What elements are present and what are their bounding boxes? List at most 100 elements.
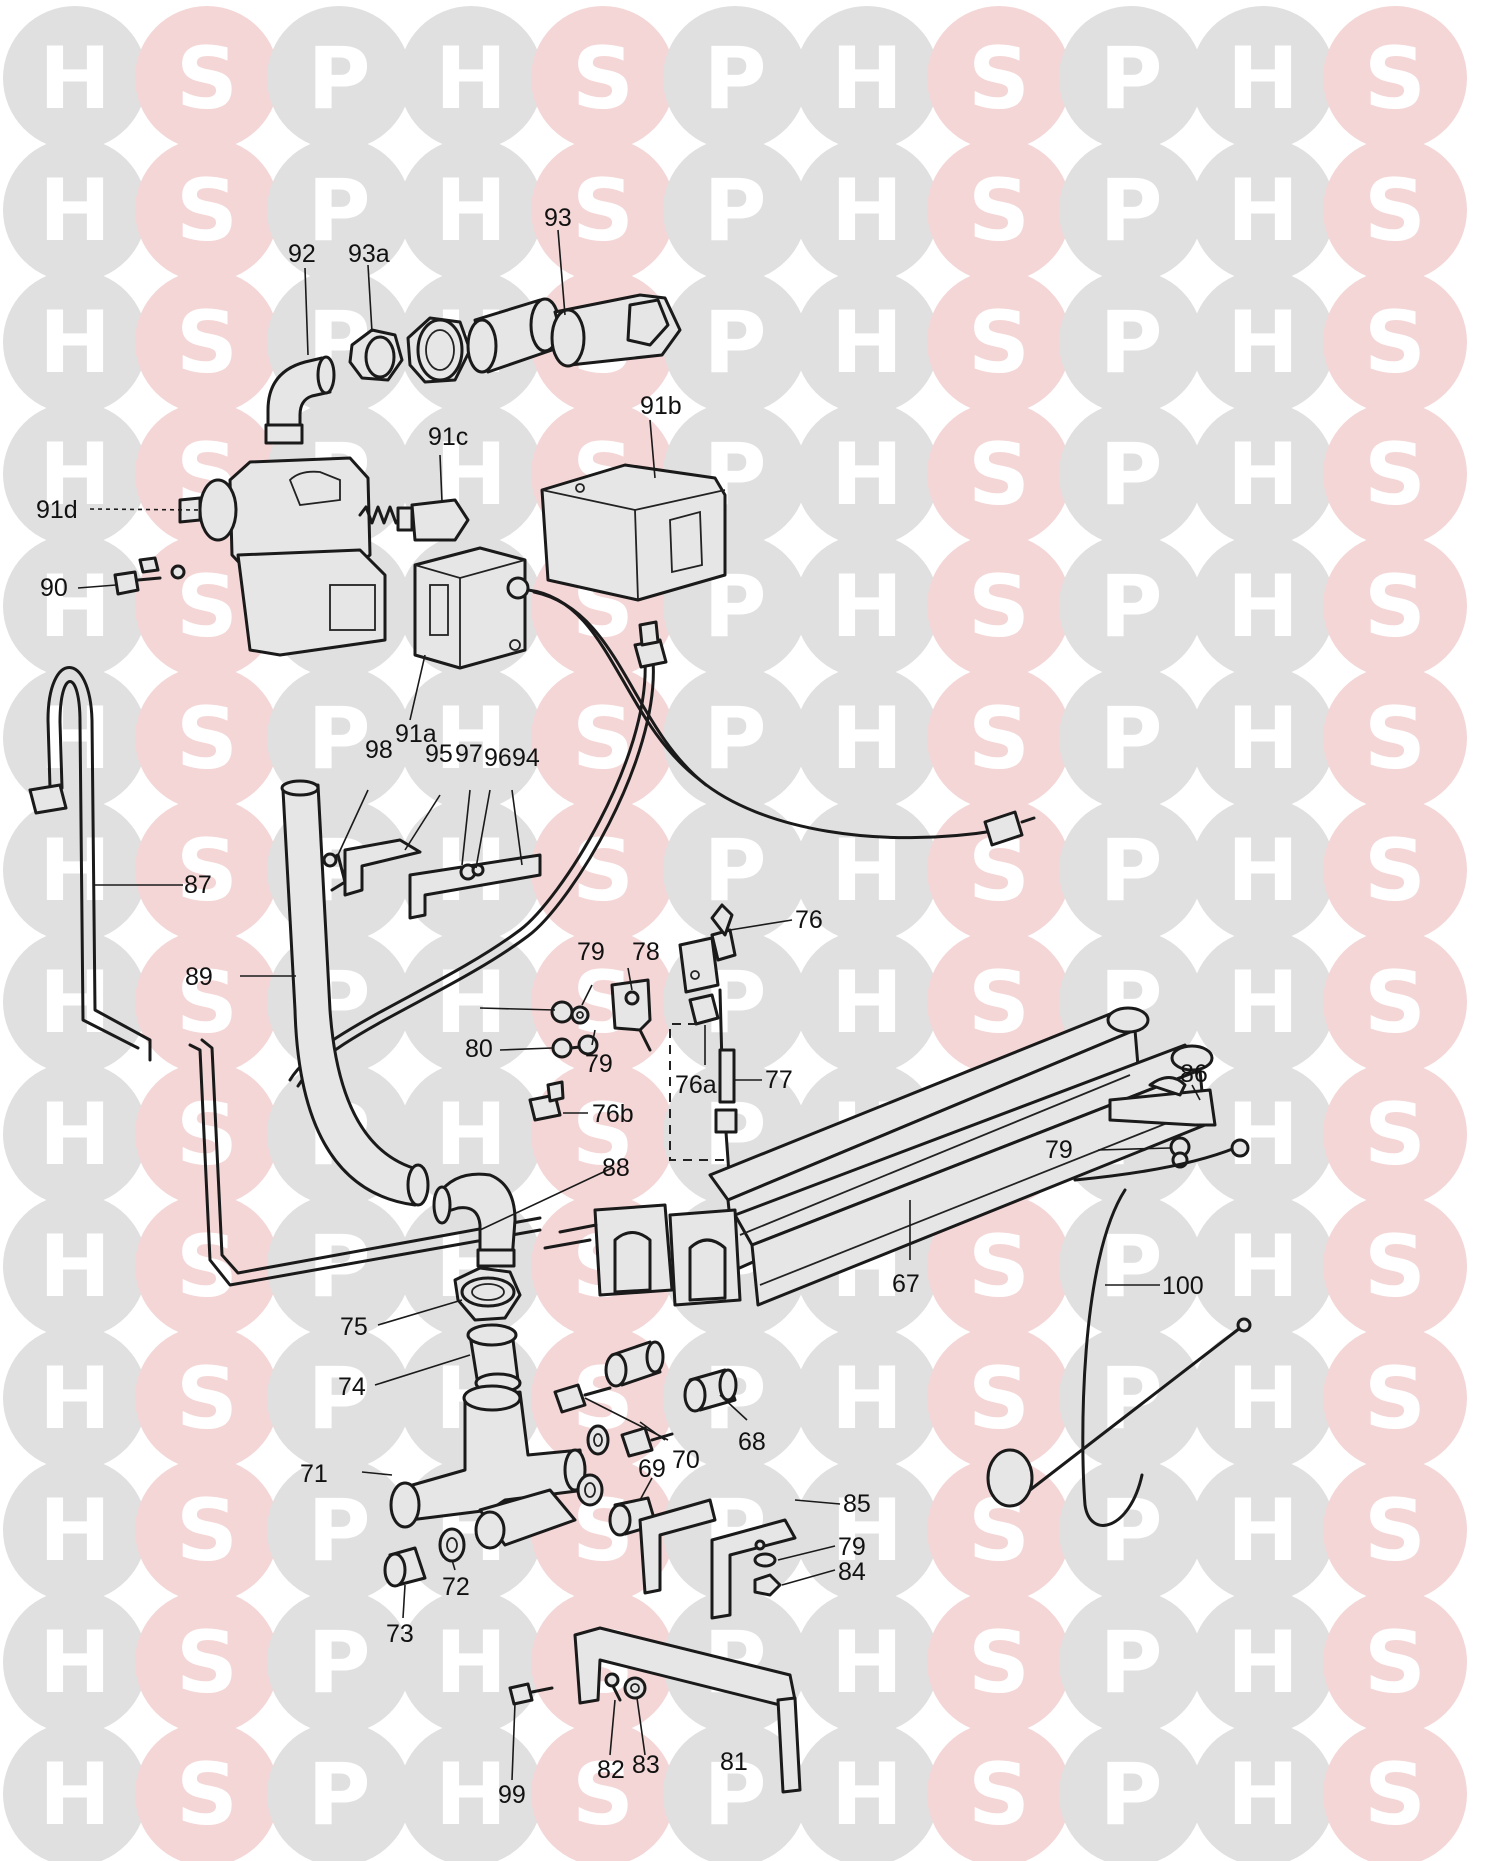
watermark-circle	[663, 6, 807, 150]
watermark-circle	[399, 1062, 543, 1206]
watermark-letter: S	[968, 1349, 1030, 1449]
label-90: 90	[40, 574, 68, 602]
watermark-letter: H	[831, 29, 903, 129]
pilot-tube	[288, 658, 647, 1082]
washer-70	[586, 1424, 610, 1456]
watermark-letter: H	[1227, 1085, 1299, 1185]
bracket-78	[610, 978, 652, 1052]
watermark-circle	[1323, 798, 1467, 942]
watermark-circle	[927, 270, 1071, 414]
watermark-circle	[1191, 138, 1335, 282]
washer-72	[438, 1527, 466, 1563]
label-86: 86	[1180, 1060, 1208, 1088]
watermark-letter: H	[39, 557, 111, 657]
watermark-circle	[399, 1722, 543, 1861]
hex-nut-93a	[348, 328, 404, 382]
watermark-letter: S	[968, 953, 1030, 1053]
gas-tube-87-lower-inner	[200, 1038, 542, 1275]
label-70: 70	[672, 1446, 700, 1474]
label-89: 89	[185, 963, 213, 991]
watermark-circle	[927, 1194, 1071, 1338]
watermark-circle	[1059, 138, 1203, 282]
watermark-circle	[1191, 6, 1335, 150]
watermark-circle	[1191, 270, 1335, 414]
watermark-circle	[1059, 270, 1203, 414]
watermark-letter: H	[435, 953, 507, 1053]
label-68: 68	[738, 1428, 766, 1456]
screw-82	[604, 1672, 622, 1702]
parts-drawing	[28, 293, 1252, 1794]
watermark-letter: H	[39, 29, 111, 129]
mounting-plate-81	[573, 1626, 802, 1794]
watermark-circle	[663, 138, 807, 282]
label-79-d: 79	[838, 1533, 866, 1561]
watermark-circle	[399, 6, 543, 150]
watermark-circle	[1191, 1722, 1335, 1861]
watermark-circle	[795, 930, 939, 1074]
watermark-letter: P	[1099, 1481, 1162, 1581]
watermark-letter: P	[703, 821, 766, 921]
pilot-nut-top	[633, 620, 668, 669]
watermark-circle	[1323, 1194, 1467, 1338]
elbow-88	[432, 1172, 517, 1268]
watermark-letter: P	[307, 1745, 370, 1845]
watermark-circle	[663, 666, 807, 810]
watermark-letter: P	[1099, 425, 1162, 525]
label-85: 85	[843, 1490, 871, 1518]
watermark-circle	[1059, 1458, 1203, 1602]
watermark-letter: S	[176, 1349, 238, 1449]
watermark-circle	[3, 270, 147, 414]
watermark-circle	[135, 798, 279, 942]
watermark-letter: H	[1227, 1745, 1299, 1845]
screws-90	[113, 556, 186, 596]
watermark-circle	[531, 798, 675, 942]
watermark-letter: P	[703, 1745, 766, 1845]
watermark-circle	[3, 534, 147, 678]
watermark-letter: S	[176, 161, 238, 261]
watermark-circle	[663, 1722, 807, 1861]
watermark-circle	[1191, 930, 1335, 1074]
watermark-letter: H	[831, 1745, 903, 1845]
watermark-circle	[135, 1194, 279, 1338]
watermark-circle	[1191, 1194, 1335, 1338]
watermark-letter: S	[1364, 953, 1426, 1053]
label-73: 73	[386, 1620, 414, 1648]
gas-tube-87	[46, 666, 152, 1062]
watermark-letter: H	[1227, 161, 1299, 261]
watermark-circle	[795, 534, 939, 678]
watermark-circle	[795, 138, 939, 282]
watermark-circle	[135, 6, 279, 150]
watermark-circle	[927, 930, 1071, 1074]
watermark-circle	[1059, 534, 1203, 678]
watermark-letter: H	[831, 1349, 903, 1449]
watermark-circle	[795, 798, 939, 942]
watermark-letter: H	[435, 29, 507, 129]
watermark-letter: P	[1099, 293, 1162, 393]
watermark-letter: H	[39, 1349, 111, 1449]
watermark-letter: S	[968, 293, 1030, 393]
watermark-circle	[135, 1458, 279, 1602]
label-100: 100	[1162, 1272, 1204, 1300]
watermark-letter: H	[831, 689, 903, 789]
watermark-circle	[135, 1062, 279, 1206]
valve-body-93	[550, 293, 682, 368]
watermark-letter: P	[703, 161, 766, 261]
washer-79-lower	[753, 1552, 777, 1568]
watermark-circle	[927, 402, 1071, 546]
watermark-letter: P	[307, 689, 370, 789]
watermark-letter: H	[39, 1613, 111, 1713]
watermark-circle	[927, 1458, 1071, 1602]
watermark-letter: P	[1099, 1217, 1162, 1317]
union-nipple-74	[466, 1323, 522, 1394]
watermark-letter: P	[1099, 1613, 1162, 1713]
watermark-circle	[267, 1722, 411, 1861]
watermark-circle	[135, 138, 279, 282]
watermark-letter: S	[1364, 1349, 1426, 1449]
washer-near-69	[576, 1473, 604, 1507]
watermark-letter: S	[1364, 557, 1426, 657]
label-75: 75	[340, 1313, 368, 1341]
watermark-circle	[135, 666, 279, 810]
label-72: 72	[442, 1573, 470, 1601]
watermark-circle	[927, 1722, 1071, 1861]
elbow-fitting-92	[264, 355, 336, 445]
